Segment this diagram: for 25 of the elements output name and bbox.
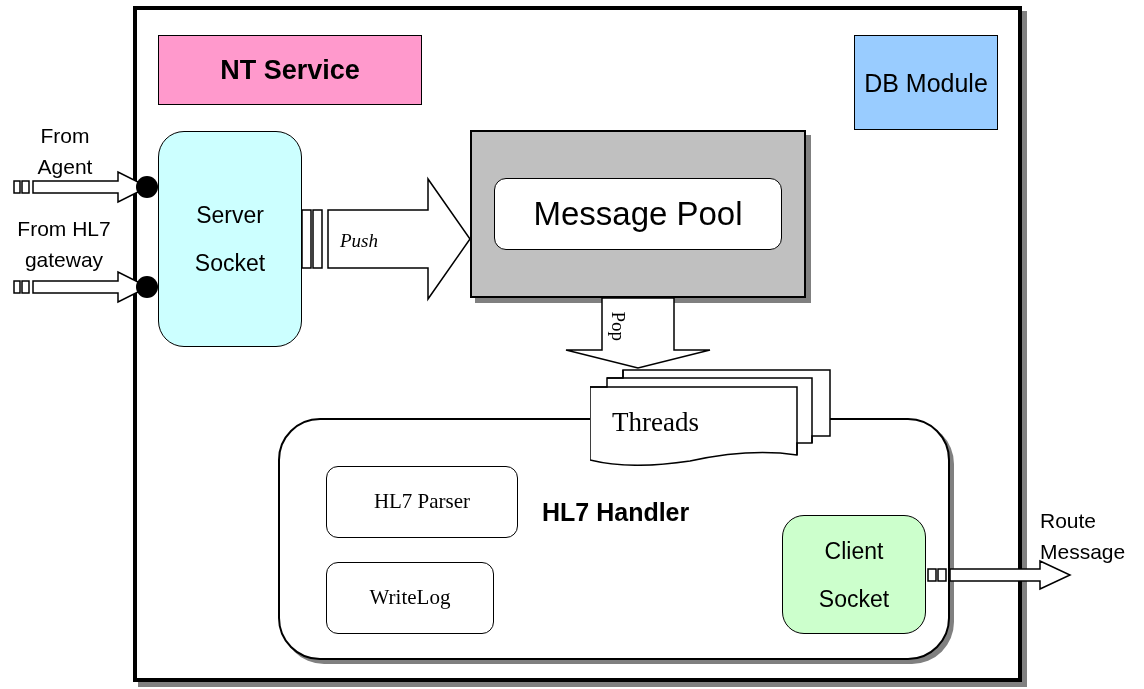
node-label: HL7 Parser	[373, 488, 471, 516]
node-label: DB Module	[864, 67, 988, 99]
edge-label: Route Message	[1040, 508, 1127, 565]
edge-label: Pop	[607, 311, 631, 342]
block-arrow	[565, 297, 711, 369]
thread-stack	[590, 368, 832, 466]
socket-box	[158, 131, 302, 347]
edge-label: Push	[340, 229, 378, 253]
socket-box	[782, 515, 926, 634]
pool-box	[494, 178, 782, 250]
service-box	[158, 35, 422, 105]
node-label: Threads	[612, 406, 699, 439]
edge-label: From HL7 gateway	[16, 216, 112, 273]
node-label: HL7 Handler	[542, 498, 690, 526]
block-arrow	[301, 176, 471, 302]
edge-label: From Agent	[36, 123, 94, 180]
module-box	[854, 35, 998, 130]
node-label: Message Pool	[533, 194, 743, 235]
node-label: Client Socket	[817, 536, 891, 614]
node-label: NT Service	[220, 53, 360, 87]
node-label: WriteLog	[369, 584, 451, 612]
block-arrow	[927, 559, 1072, 591]
log-box	[326, 562, 494, 634]
node-label: Server Socket	[193, 201, 267, 278]
parser-box	[326, 466, 518, 538]
